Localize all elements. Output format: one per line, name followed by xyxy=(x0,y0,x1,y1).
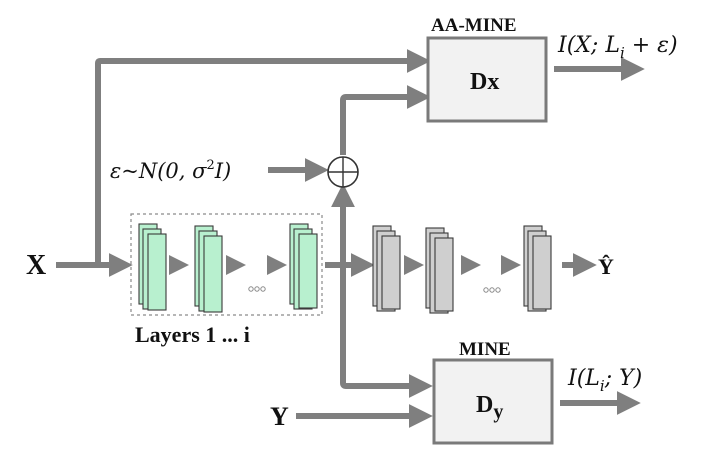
encoder-group-box xyxy=(130,213,323,316)
add-circle-icon xyxy=(327,156,359,188)
decoder-layer-stack xyxy=(425,227,454,314)
dy-block-title: MINE xyxy=(459,339,511,360)
y-input-label: Y xyxy=(270,402,289,431)
decoder-layer-stack xyxy=(523,225,552,312)
noise-label: ε~N(0, σ2I) xyxy=(110,158,231,183)
y-hat-label: Ŷ xyxy=(598,254,614,279)
encoder-layer-stack xyxy=(138,223,167,311)
dx-output-label: I(X; Li + ε) xyxy=(557,33,678,62)
encoder-ellipsis xyxy=(248,286,266,292)
x-input-label: X xyxy=(26,250,46,281)
dx-block xyxy=(426,36,548,123)
junction-to-dx-arrow xyxy=(340,85,431,155)
dx-block-title: AA-MINE xyxy=(431,15,517,36)
x-to-dx-arrow xyxy=(95,49,431,265)
dy-block xyxy=(432,358,554,445)
decoder-layer-stack xyxy=(372,225,401,312)
decoder-ellipsis xyxy=(483,287,501,293)
encoder-layer-stack xyxy=(289,223,318,310)
encoder-layer-stack xyxy=(194,225,223,313)
layer-to-dy-arrow xyxy=(340,265,433,398)
dx-block-name: Dx xyxy=(470,69,499,95)
dy-block-name: Dy xyxy=(476,392,503,423)
encoder-caption: Layers 1 ... i xyxy=(135,322,250,347)
dy-output-label: I(Li; Y) xyxy=(567,366,642,395)
